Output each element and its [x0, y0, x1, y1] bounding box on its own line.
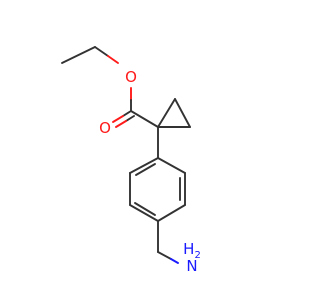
bond-ethyl-ch3-ch2	[61, 46, 96, 64]
carbonyl-oxygen-label: O	[99, 119, 111, 137]
bond-ring-inner-2	[134, 202, 156, 216]
bond-cyclopropyl-2	[174, 98, 191, 128]
bond-carbonyl-cq	[130, 110, 159, 128]
amine-h-subscript: 2	[194, 250, 200, 261]
bond-ring-inner-3	[135, 163, 156, 176]
ester-oxygen-label: O	[125, 68, 137, 86]
amine-h-symbol: H	[183, 240, 194, 258]
amine-nitrogen-label: N	[186, 257, 197, 275]
bond-ch2-n-blue	[170, 258, 179, 264]
molecule-structure: O O N H2	[61, 46, 201, 275]
bond-ethyl-ch2-o-red	[107, 55, 119, 64]
bond-ring-6	[129, 157, 159, 174]
bond-cyclopropyl-1	[157, 98, 176, 128]
bond-ring-3	[157, 204, 186, 222]
bond-ring-1	[157, 157, 186, 174]
bond-carbonyl-2b	[115, 120, 127, 128]
bond-carbonyl-1b	[112, 115, 124, 123]
amine-h2-label: H2	[183, 240, 201, 261]
bond-ethyl-ch2-o	[94, 46, 109, 57]
bond-ring-4	[129, 204, 159, 222]
bond-ch2-n	[157, 251, 172, 260]
bond-carbonyl-1a	[122, 110, 132, 117]
bond-carbonyl-2a	[125, 115, 135, 122]
